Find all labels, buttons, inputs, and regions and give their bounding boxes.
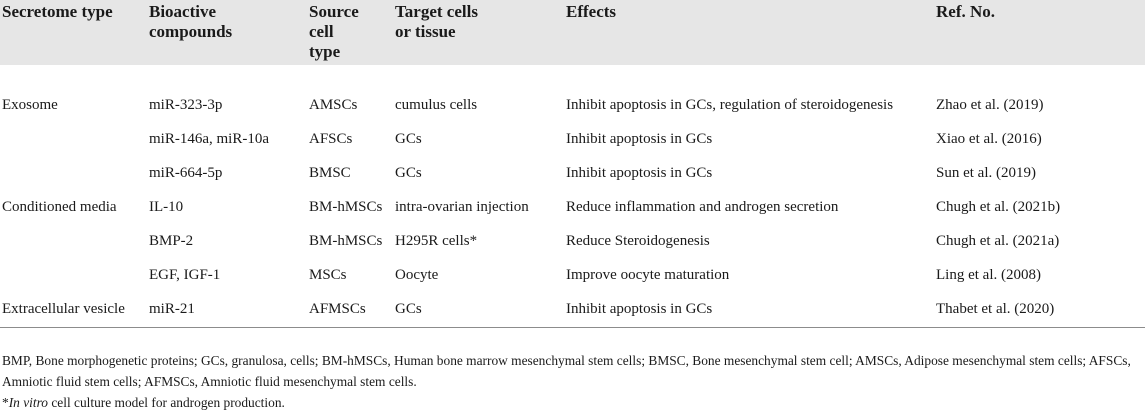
table-cell-bioactive-compounds: IL-10 <box>149 199 184 215</box>
table-cell-bioactive-compounds: miR-21 <box>149 301 195 317</box>
table-cell-target-cells: GCs <box>395 165 422 181</box>
table-cell-secretome-type: Exosome <box>2 97 58 113</box>
table-cell-source-cell-type: BMSC <box>309 165 351 181</box>
table-cell-effects: Inhibit apoptosis in GCs <box>566 131 713 147</box>
column-header-ref-no: Ref. No. <box>934 0 1145 65</box>
table-cell-ref-no: Zhao et al. (2019) <box>936 97 1044 113</box>
table-cell-ref-no: Ling et al. (2008) <box>936 267 1041 283</box>
table-cell-effects: Inhibit apoptosis in GCs <box>566 301 713 317</box>
table-cell-secretome-type <box>0 224 147 258</box>
table-cell-secretome-type: Conditioned media <box>2 199 117 215</box>
table-cell-bioactive-compounds: miR-664-5p <box>149 165 223 181</box>
table-cell-effects: Inhibit apoptosis in GCs <box>566 165 713 181</box>
table-cell-bioactive-compounds: miR-323-3p <box>149 97 223 113</box>
table-cell-source-cell-type: BM-hMSCs <box>309 233 383 249</box>
table-cell-ref-no: Thabet et al. (2020) <box>936 301 1055 317</box>
table-cell-ref-no: Sun et al. (2019) <box>936 165 1036 181</box>
column-header-line: or tissue <box>395 22 456 41</box>
table-cell-effects: Inhibit apoptosis in GCs, regulation of … <box>566 97 894 113</box>
table-cell-ref-no: Chugh et al. (2021a) <box>936 233 1060 249</box>
column-header-line: Target cells <box>395 2 478 21</box>
table-row: Conditioned media IL-10 BM-hMSCs intra-ovar… <box>0 190 1145 224</box>
table-cell-source-cell-type: MSCs <box>309 267 347 283</box>
table-cell-secretome-type: Extracellular vesicle <box>2 301 125 317</box>
table-cell-secretome-type <box>0 122 147 156</box>
column-header-line: Ref. No. <box>936 2 996 21</box>
table-notes: BMP, Bone morphogenetic proteins; GCs, g… <box>0 328 1145 413</box>
table-row: EGF, IGF-1 MSCs Oocyte Improve oocyte matur… <box>0 258 1145 292</box>
table-cell-effects: Reduce Steroidogenesis <box>566 233 710 249</box>
table-cell-target-cells: H295R cells* <box>395 233 478 249</box>
column-header-secretome-type: Secretome type <box>0 0 147 65</box>
table-cell-effects: Reduce inflammation and androgen secreti… <box>566 199 839 215</box>
table-cell-source-cell-type: AFMSCs <box>309 301 366 317</box>
column-header-line: Source cell <box>309 2 359 41</box>
column-header-line: Effects <box>566 2 617 21</box>
table-row: BMP-2 BM-hMSCs H295R cells* Reduce Steroido… <box>0 224 1145 258</box>
table-cell-ref-no: Chugh et al. (2021b) <box>936 199 1061 215</box>
table-row: miR-664-5p BMSC GCs Inhibit apoptosis in GC… <box>0 156 1145 190</box>
table-cell-target-cells: GCs <box>395 301 422 317</box>
table-row: Exosome miR-323-3p AMSCs cumulus cells Inhib… <box>0 65 1145 122</box>
table-cell-target-cells: GCs <box>395 131 422 147</box>
column-header-line: Secretome type <box>2 2 113 21</box>
column-header-line: compounds <box>149 22 233 41</box>
table-cell-source-cell-type: AFSCs <box>309 131 353 147</box>
table-cell-bioactive-compounds: BMP-2 <box>149 233 194 249</box>
table-row: Extracellular vesicle miR-21 AFMSCs GCs Inhi… <box>0 292 1145 328</box>
table-row: miR-146a, miR-10a AFSCs GCs Inhibit apoptos… <box>0 122 1145 156</box>
table-cell-secretome-type <box>0 156 147 190</box>
column-header-effects: Effects <box>564 0 934 65</box>
abbreviations-note: BMP, Bone morphogenetic proteins; GCs, g… <box>2 353 1131 389</box>
table-cell-secretome-type <box>0 258 147 292</box>
table-cell-effects: Improve oocyte maturation <box>566 267 730 283</box>
table-cell-source-cell-type: AMSCs <box>309 97 358 113</box>
column-header-line: Bioactive <box>149 2 217 21</box>
table-cell-bioactive-compounds: miR-146a, miR-10a <box>149 131 269 147</box>
table-cell-target-cells: cumulus cells <box>395 97 478 113</box>
table-cell-target-cells: Oocyte <box>395 267 439 283</box>
table-cell-target-cells: intra-ovarian injection <box>395 199 529 215</box>
column-header-line: type <box>309 42 341 61</box>
table-cell-ref-no: Xiao et al. (2016) <box>936 131 1042 147</box>
table-cell-bioactive-compounds: EGF, IGF-1 <box>149 267 221 283</box>
table-cell-source-cell-type: BM-hMSCs <box>309 199 383 215</box>
